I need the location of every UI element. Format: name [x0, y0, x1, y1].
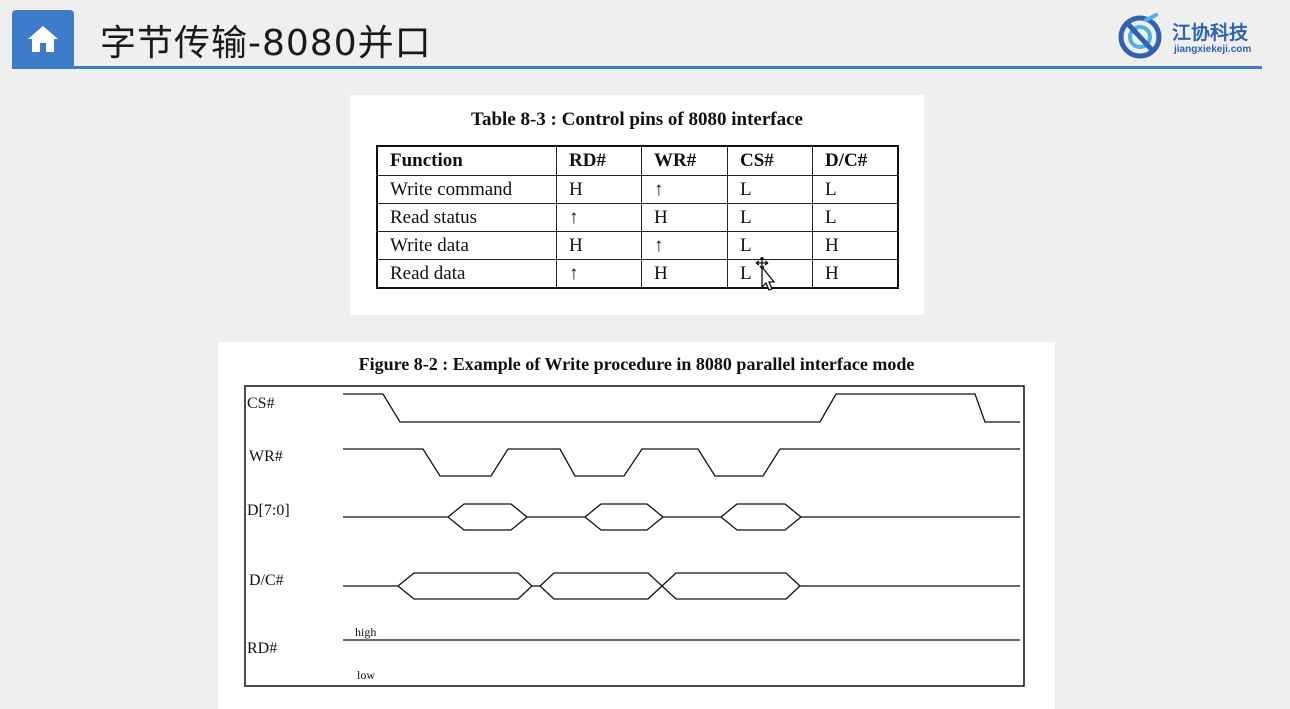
home-button[interactable]	[12, 10, 74, 68]
table-cell: L	[727, 175, 813, 204]
signal-label-dc: D/C#	[249, 572, 284, 589]
table-cell: H	[812, 259, 899, 289]
table-cell: L	[812, 203, 899, 232]
table-cell: Read data	[376, 259, 557, 289]
control-pins-table-card: Table 8-3 : Control pins of 8080 interfa…	[350, 95, 924, 315]
table-cell: L	[727, 231, 813, 260]
header-divider	[12, 66, 1262, 69]
signal-label-data: D[7:0]	[247, 502, 290, 519]
column-header: D/C#	[812, 145, 899, 176]
signal-label-rd: RD#	[247, 640, 277, 657]
logo-url: jiangxiekeji.com	[1174, 44, 1252, 55]
home-icon	[28, 26, 58, 52]
column-header: WR#	[641, 145, 728, 176]
rd-low-label: low	[357, 668, 375, 682]
table-row: Read status ↑ H L L	[376, 203, 899, 232]
logo-name: 江协科技	[1172, 22, 1249, 44]
table-cell: ↑	[556, 259, 642, 289]
timing-diagram: CS# WR# D[7:0] D/C# RD# high low	[244, 385, 1025, 687]
table-cell: ↑	[641, 175, 728, 204]
dc-waveform	[343, 572, 1020, 600]
page-title: 字节传输-8080并口	[100, 23, 432, 64]
table-cell: H	[641, 203, 728, 232]
rd-high-label: high	[355, 625, 376, 639]
slide-header: 字节传输-8080并口 江协科技 jiangxiekeji.com	[0, 0, 1290, 70]
column-header: CS#	[727, 145, 813, 176]
table-header-row: Function RD# WR# CS# D/C#	[376, 145, 899, 176]
wr-waveform	[343, 448, 1020, 477]
table-cell: H	[556, 231, 642, 260]
diagram-frame	[244, 385, 1025, 687]
table-cell: Read status	[376, 203, 557, 232]
table-caption: Table 8-3 : Control pins of 8080 interfa…	[471, 109, 803, 130]
table-row: Write command H ↑ L L	[376, 175, 899, 204]
control-pins-table: Function RD# WR# CS# D/C# Write command …	[376, 145, 899, 289]
table-cell: ↑	[641, 231, 728, 260]
table-cell: ↑	[556, 203, 642, 232]
table-cell: H	[556, 175, 642, 204]
move-cursor-icon	[755, 257, 776, 291]
column-header: RD#	[556, 145, 642, 176]
signal-label-wr: WR#	[249, 448, 283, 465]
signal-label-cs: CS#	[247, 395, 275, 412]
cs-waveform	[343, 393, 1020, 423]
data-bus-waveform	[343, 503, 1020, 531]
brand-logo: 江协科技 jiangxiekeji.com	[1116, 12, 1266, 62]
figure-caption: Figure 8-2 : Example of Write procedure …	[358, 354, 915, 374]
table-cell: H	[641, 259, 728, 289]
logo-mark-icon	[1118, 13, 1162, 59]
column-header: Function	[376, 145, 557, 176]
table-row: Read data ↑ H L H	[376, 259, 899, 289]
table-cell: Write command	[376, 175, 557, 204]
table-row: Write data H ↑ L H	[376, 231, 899, 260]
table-cell: L	[812, 175, 899, 204]
table-cell: Write data	[376, 231, 557, 260]
table-cell: H	[812, 231, 899, 260]
table-cell: L	[727, 203, 813, 232]
timing-diagram-card: Figure 8-2 : Example of Write procedure …	[218, 342, 1055, 709]
